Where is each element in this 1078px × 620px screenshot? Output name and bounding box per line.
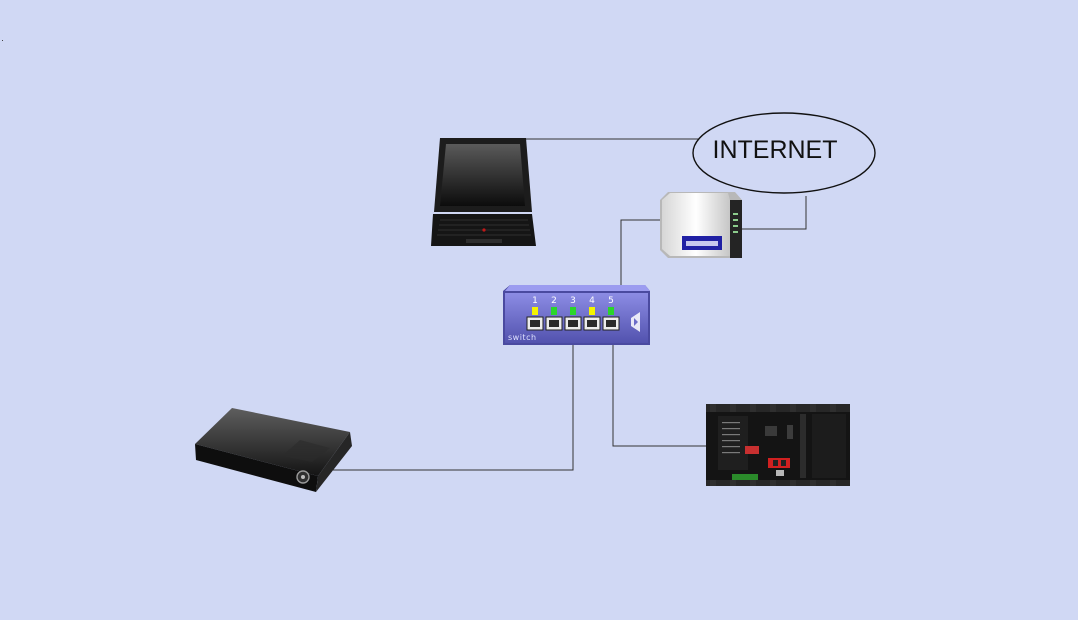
switch-port-number: 3: [570, 296, 576, 306]
laptop-icon: [431, 138, 536, 246]
connections: [333, 138, 807, 471]
switch-port-number: 1: [532, 296, 538, 306]
switch-port-jack: [587, 320, 597, 327]
internet-cloud: INTERNET: [692, 112, 876, 194]
switch-port-led: [551, 307, 557, 315]
router-switch-link: [620, 219, 660, 286]
switch-port-jack: [606, 320, 616, 327]
switch-settopbox-link: [333, 345, 574, 471]
switch-port-led: [570, 307, 576, 315]
switch-port-number: 5: [608, 296, 614, 306]
switch-port-number: 2: [551, 296, 557, 306]
switch-port-jack: [530, 320, 540, 327]
plc-controller-icon: [706, 404, 850, 486]
network-switch-icon: switch 1 2 3 4 5: [503, 285, 650, 345]
speck: [2, 40, 3, 41]
internet-router-link: [740, 196, 807, 230]
switch-port-jack: [568, 320, 578, 327]
switch-port-number: 4: [589, 296, 595, 306]
switch-port-led: [589, 307, 595, 315]
internet-ellipse: [692, 112, 876, 194]
internet-label: INTERNET: [713, 136, 838, 164]
router-icon: [660, 192, 742, 258]
switch-ports: 1 2 3 4 5: [526, 296, 620, 331]
switch-brand-label: switch: [508, 333, 537, 342]
switch-port-led: [608, 307, 614, 315]
switch-port-jack: [549, 320, 559, 327]
switch-controller-link: [612, 345, 706, 447]
set-top-box-icon: [195, 408, 352, 492]
switch-port-led: [532, 307, 538, 315]
